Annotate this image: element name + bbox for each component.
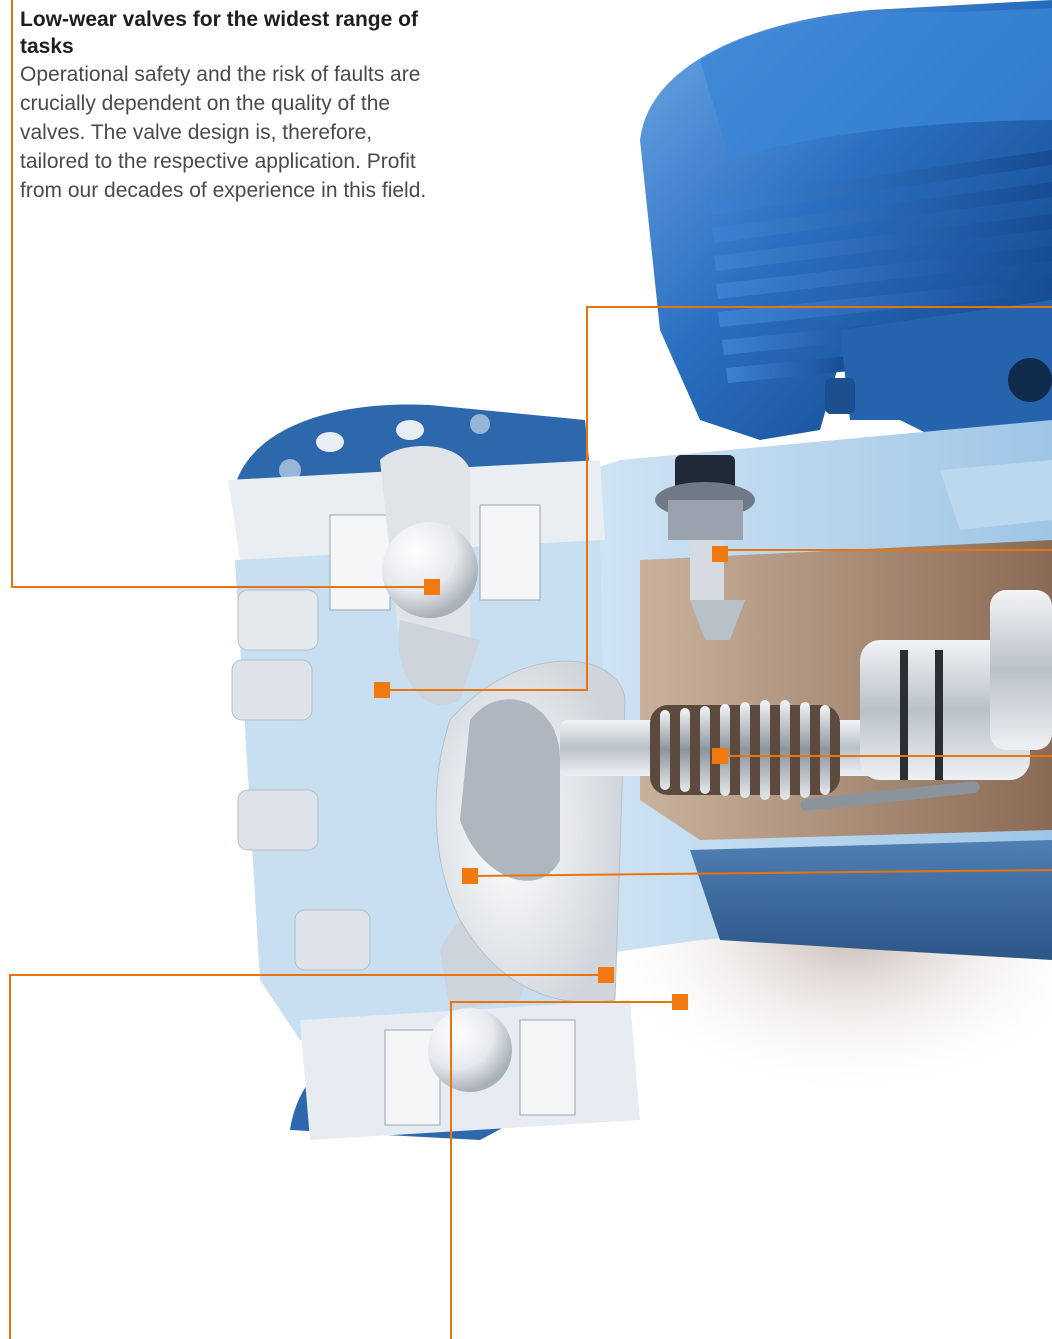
relief-valve	[655, 455, 755, 640]
leader-lines	[9, 0, 1052, 1339]
marker-upper-valve	[424, 579, 440, 595]
return-spring	[650, 700, 840, 800]
upper-ball-valve	[329, 446, 541, 706]
marker-relief-valve	[374, 682, 390, 698]
dosing-head	[228, 404, 640, 1140]
spring-icon	[660, 700, 830, 800]
marker-spring	[712, 748, 728, 764]
head-bolts	[231, 589, 371, 971]
leader-diaphragm-seal	[9, 974, 606, 1339]
ball-valve-icon	[382, 522, 478, 618]
leader-diaphragm	[469, 869, 1052, 877]
diaphragm-icon	[460, 699, 560, 881]
marker-lower-valve	[672, 994, 688, 1010]
leader-lower-valve	[450, 1001, 680, 1339]
callout-body: Operational safety and the risk of fault…	[20, 63, 427, 202]
ball-valve-icon	[428, 1008, 512, 1092]
piston-rod	[560, 590, 1052, 780]
callout-markers	[374, 546, 728, 1010]
callout-text: Low-wear valves for the widest range of …	[20, 6, 440, 205]
callout-title: Low-wear valves for the widest range of …	[20, 8, 418, 58]
leader-relief-valve	[382, 306, 1052, 691]
motor	[640, 0, 1052, 450]
leader-upper-valve	[11, 0, 432, 588]
bolt-icon	[825, 378, 855, 414]
stroke-adjust-rod	[800, 781, 980, 811]
marker-relief-valve-seat	[712, 546, 728, 562]
marker-diaphragm-seal	[598, 967, 614, 983]
marker-diaphragm	[462, 868, 478, 884]
